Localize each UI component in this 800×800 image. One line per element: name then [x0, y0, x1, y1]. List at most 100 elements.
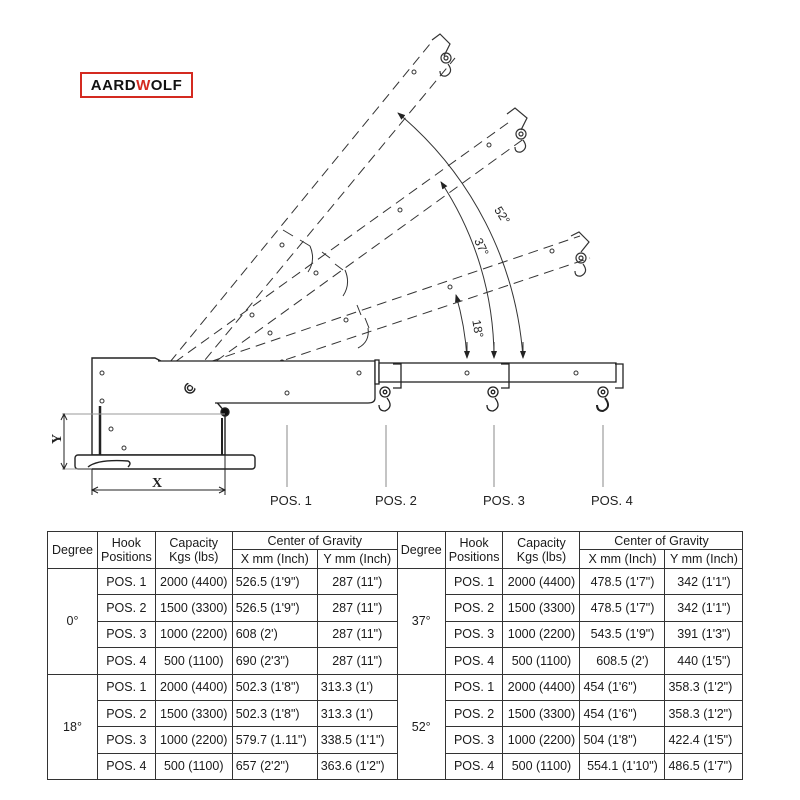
y-cell: 358.3 (1'2")	[664, 699, 744, 728]
dimension-lines	[60, 412, 227, 495]
arc-37deg	[440, 181, 495, 359]
table-row: POS. 3 1000 (2200) 579.7 (1.11") 338.5 (…	[48, 726, 744, 754]
degree-cell: 52°	[396, 673, 446, 781]
x-cell: 554.1 (1'10")	[579, 752, 666, 781]
header-x-mm-2: X mm (Inch)	[579, 549, 666, 569]
pos-cell: POS. 4	[444, 647, 504, 675]
x-cell: 502.3 (1'8")	[231, 699, 318, 728]
arc-18deg	[455, 294, 468, 359]
x-cell: 657 (2'2")	[231, 752, 318, 781]
horizontal-boom	[158, 359, 617, 404]
table-row: 0° POS. 1 2000 (4400) 526.5 (1'9") 287 (…	[47, 567, 744, 675]
capacity-cell: 1000 (2200)	[502, 620, 581, 649]
pos-cell: POS. 3	[97, 726, 156, 754]
x-cell: 502.3 (1'8")	[231, 673, 318, 701]
capacity-cell: 1000 (2200)	[154, 726, 233, 754]
pos-4-label: POS. 4	[591, 493, 633, 508]
table-row: POS. 4 500 (1100) 657 (2'2") 363.6 (1'2"…	[48, 752, 744, 781]
header-degree-2: Degree	[396, 531, 446, 569]
x-cell: 608 (2')	[231, 620, 318, 649]
y-cell: 287 (11")	[316, 594, 398, 622]
table-row: 18° POS. 1 2000 (4400) 502.3 (1'8") 313.…	[47, 673, 744, 781]
header-degree: Degree	[47, 531, 98, 569]
x-cell: 504 (1'8")	[579, 726, 666, 754]
capacity-cell: 2000 (4400)	[154, 673, 233, 701]
pos-cell: POS. 1	[97, 673, 156, 701]
header-center-of-gravity: Center of Gravity	[231, 531, 398, 550]
angle-label-52: 52°	[491, 204, 513, 227]
x-cell: 543.5 (1'9")	[579, 620, 666, 649]
capacity-cell: 1500 (3300)	[154, 699, 233, 728]
angle-arcs	[397, 112, 526, 359]
pos-cell: POS. 1	[97, 567, 156, 596]
capacity-cell: 1500 (3300)	[502, 699, 581, 728]
wolf-icon: W	[136, 76, 151, 94]
pos-3-label: POS. 3	[483, 493, 525, 508]
y-cell: 287 (11")	[316, 620, 398, 649]
capacity-cell: 1500 (3300)	[502, 594, 581, 622]
pos-cell: POS. 4	[97, 647, 156, 675]
y-cell: 287 (11")	[316, 647, 398, 675]
capacity-cell: 2000 (4400)	[502, 567, 581, 596]
y-dimension-label: Y	[50, 434, 65, 444]
degree-cell: 0°	[47, 568, 98, 675]
hook-icons	[378, 363, 624, 413]
x-cell: 579.7 (1.11")	[231, 726, 318, 754]
header-y-mm: Y mm (Inch)	[316, 549, 398, 569]
x-cell: 526.5 (1'9")	[231, 594, 318, 622]
x-cell: 454 (1'6")	[579, 673, 666, 701]
logo-text-olf: OLF	[150, 76, 183, 94]
angle-label-37: 37°	[471, 236, 491, 259]
x-cell: 690 (2'3")	[231, 647, 318, 675]
pos-cell: POS. 2	[97, 594, 156, 622]
capacity-cell: 500 (1100)	[154, 647, 233, 675]
pos-2-label: POS. 2	[375, 493, 417, 508]
header-x-mm: X mm (Inch)	[231, 549, 318, 569]
boom-37deg	[174, 119, 526, 381]
hook-pos4-icon	[596, 363, 624, 413]
y-cell: 422.4 (1'5")	[664, 726, 744, 754]
capacity-cell: 500 (1100)	[502, 647, 581, 675]
boom-52deg	[169, 43, 456, 373]
raised-boom-outlines	[169, 43, 591, 391]
capacity-cell: 2000 (4400)	[154, 567, 233, 596]
header-center-of-gravity-2: Center of Gravity	[579, 531, 744, 550]
pos-cell: POS. 3	[444, 726, 504, 754]
pos-cell: POS. 2	[444, 699, 504, 728]
pos-cell: POS. 3	[444, 620, 504, 649]
degree-cell: 37°	[396, 568, 446, 675]
table-row: POS. 4 500 (1100) 690 (2'3") 287 (11") P…	[48, 647, 744, 675]
y-cell: 313.3 (1')	[316, 673, 398, 701]
capacity-cell: 2000 (4400)	[502, 673, 581, 701]
raised-hook-icons	[431, 33, 590, 277]
degree-cell: 18°	[47, 673, 98, 781]
y-cell: 287 (11")	[316, 567, 398, 596]
pos-cell: POS. 1	[444, 673, 504, 701]
y-cell: 358.3 (1'2")	[664, 673, 744, 701]
arc-52deg	[397, 112, 524, 359]
capacity-cell: 1000 (2200)	[502, 726, 581, 754]
pos-cell: POS. 4	[444, 752, 504, 781]
x-dimension-label: X	[152, 476, 162, 491]
header-y-mm-2: Y mm (Inch)	[664, 549, 744, 569]
table-row: POS. 2 1500 (3300) 502.3 (1'8") 313.3 (1…	[48, 699, 744, 728]
logo-text-aard: AARD	[90, 76, 137, 94]
y-cell: 391 (1'3")	[664, 620, 744, 649]
crane-boom-diagram: 18° 37° 52°	[50, 33, 624, 495]
y-cell: 440 (1'5")	[664, 647, 744, 675]
capacity-cell: 500 (1100)	[502, 752, 581, 781]
pos-1-label: POS. 1	[270, 493, 312, 508]
pos-cell: POS. 4	[97, 752, 156, 781]
table-row: POS. 3 1000 (2200) 608 (2') 287 (11") PO…	[48, 620, 744, 649]
pos-cell: POS. 2	[97, 699, 156, 728]
x-cell: 454 (1'6")	[579, 699, 666, 728]
y-cell: 342 (1'1")	[664, 594, 744, 622]
angle-label-18: 18°	[469, 319, 486, 339]
table-row: POS. 2 1500 (3300) 526.5 (1'9") 287 (11"…	[48, 594, 744, 622]
x-cell: 608.5 (2')	[579, 647, 666, 675]
